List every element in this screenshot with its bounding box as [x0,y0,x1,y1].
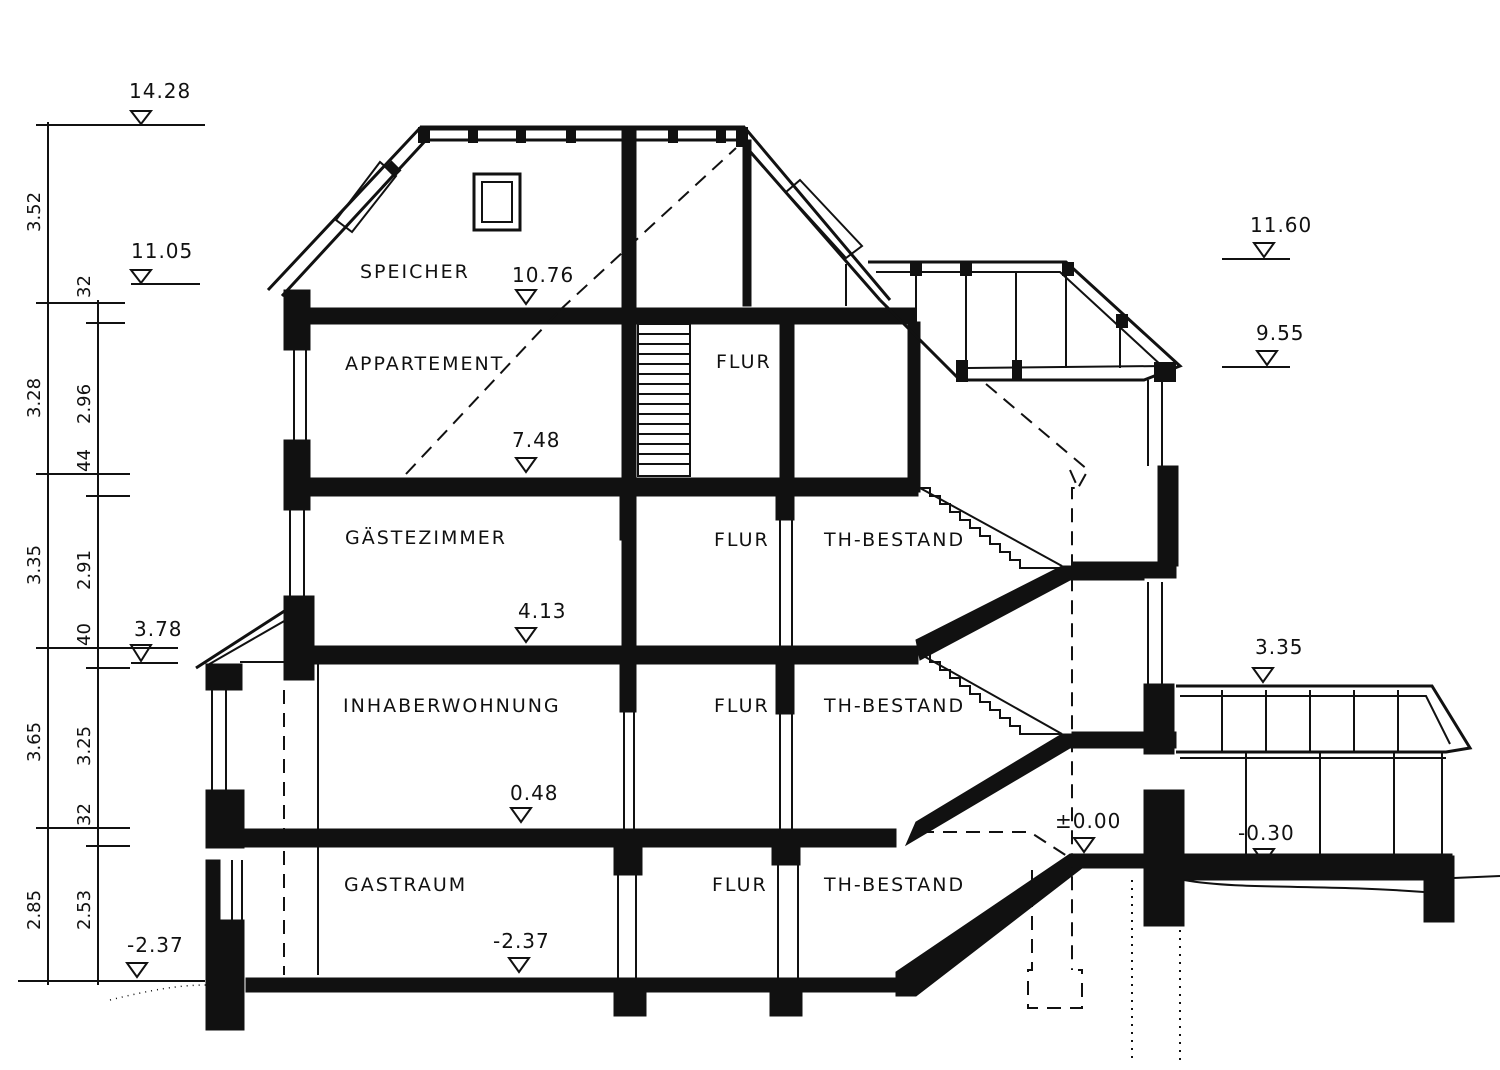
dim-inner-1: 32 [74,275,95,298]
level-right-eaves: 9.55 [1256,321,1305,345]
room-th-bestand-2: TH-BESTAND [823,529,965,551]
room-gastraum: GASTRAUM [344,874,467,896]
dim-outer-5: 2.85 [24,890,45,930]
annex [1176,684,1473,856]
dim-inner-6: 3.25 [74,726,95,766]
dim-inner-4: 2.91 [74,550,95,590]
structure [109,125,1500,1060]
level-ridge: 14.28 [129,79,191,103]
level-gastraum-floor: -2.37 [493,929,550,953]
level-markers [125,110,1290,979]
dim-inner-8: 2.53 [74,890,95,930]
room-flur-1: FLUR [714,695,770,717]
dim-inner-3: 44 [74,449,95,472]
dim-outer-1: 3.52 [24,192,45,232]
level-inhaber-floor: 0.48 [510,781,559,805]
room-gaestezimmer: GÄSTEZIMMER [345,526,507,549]
dim-inner-2: 2.96 [74,384,95,424]
room-flur-2: FLUR [714,529,770,551]
dim-inner-7: 32 [74,803,95,826]
level-gastraum-left: -2.37 [127,933,184,957]
room-flur-0: FLUR [712,874,768,896]
level-eaves-main: 11.05 [131,239,193,263]
dim-outer-3: 3.35 [24,545,45,585]
dim-inner-5: 40 [74,623,95,646]
room-inhaberwohnung: INHABERWOHNUNG [343,695,561,717]
room-th-bestand-0: TH-BESTAND [823,874,965,896]
dimension-chain: 3.52 3.28 3.35 3.65 2.85 32 2.96 44 2.91… [18,122,205,985]
stair-core [637,323,691,477]
room-flur-3: FLUR [716,351,772,373]
dim-outer-2: 3.28 [24,378,45,418]
room-th-bestand-1: TH-BESTAND [823,695,965,717]
level-annex-top: 3.35 [1255,635,1304,659]
room-labels: SPEICHER APPARTEMENT FLUR GÄSTEZIMMER FL… [343,261,965,896]
level-zero: ±0.00 [1055,809,1121,833]
level-gaeste-floor: 4.13 [518,599,567,623]
room-appartement: APPARTEMENT [345,353,504,375]
level-annex-floor: -0.30 [1238,821,1295,845]
level-right-top: 11.60 [1250,213,1312,237]
dim-outer-4: 3.65 [24,722,45,762]
level-appartement-floor: 7.48 [512,428,561,452]
level-eaves-low: 3.78 [134,617,183,641]
level-attic-floor: 10.76 [512,263,574,287]
level-labels: 14.28 11.05 10.76 7.48 4.13 3.78 0.48 -2… [127,79,1312,957]
room-speicher: SPEICHER [360,261,470,283]
